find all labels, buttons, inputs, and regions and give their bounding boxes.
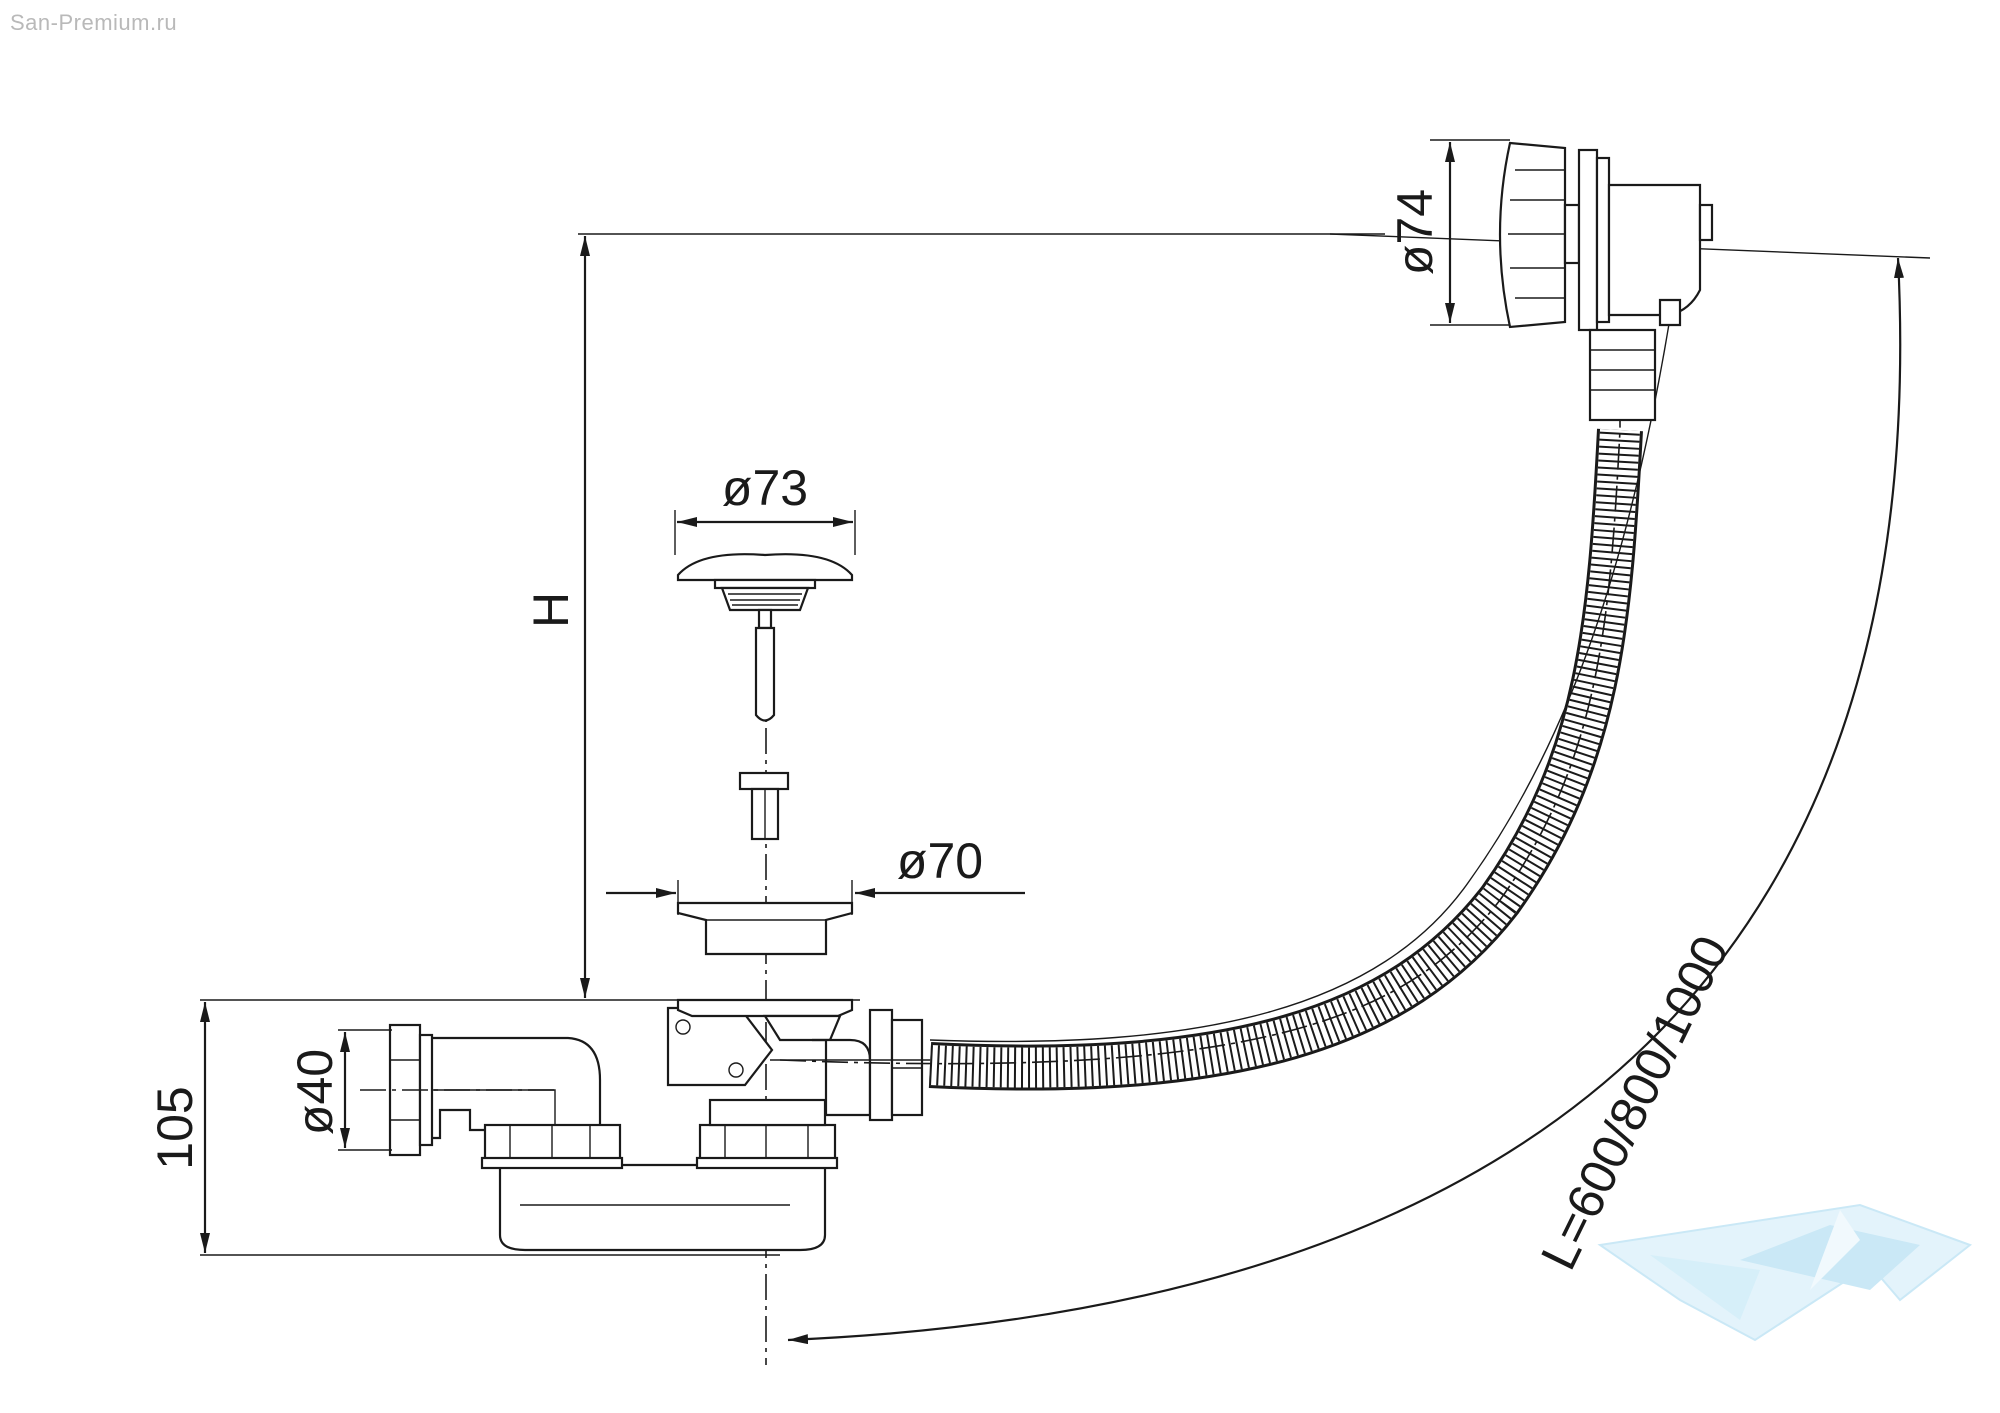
overflow-hose [779,317,1671,1091]
siphon-trap [360,998,940,1252]
overflow-head [1430,139,1714,422]
hose-length-label: L=600/800/1000 [1530,927,1739,1278]
bath-logo-icon [1597,1203,1973,1342]
hose-length-dimension-arc [787,257,1904,1345]
outlet-diameter-label: ø40 [287,1049,343,1135]
strainer-diameter-label: ø70 [897,833,983,889]
stopper-connector [738,771,790,841]
stopper-diameter-label: ø73 [722,460,808,516]
stopper-cap [674,510,856,722]
height-label: H [523,592,579,628]
overflow-diameter-label: ø74 [1387,189,1443,275]
strainer [606,880,1025,956]
trap-height-label: 105 [147,1086,203,1169]
watermark-text: San-Premium.ru [10,10,178,35]
